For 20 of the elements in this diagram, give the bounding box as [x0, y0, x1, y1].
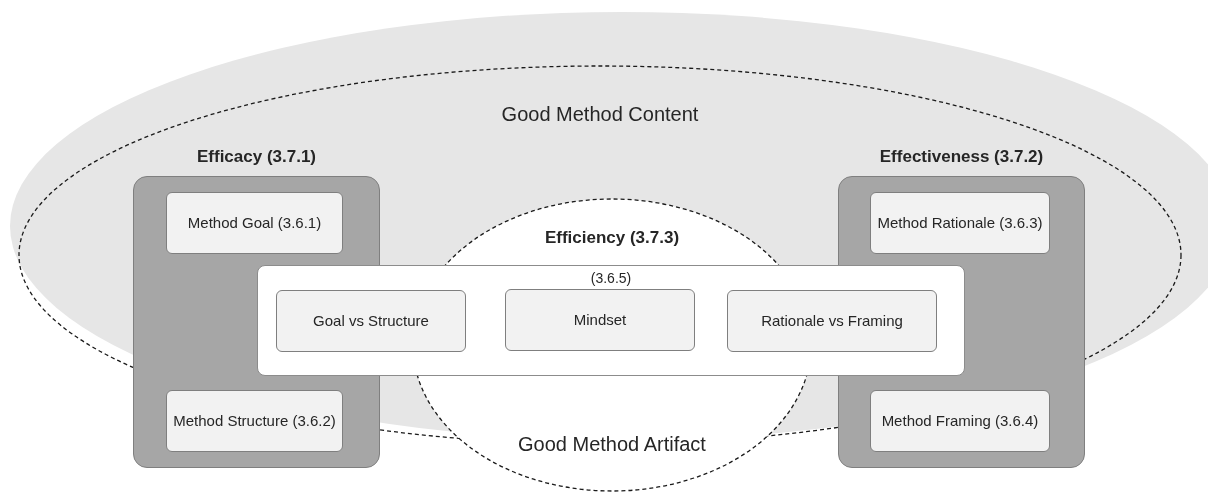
text-box: [727, 290, 937, 352]
text-box: [870, 390, 1050, 452]
text-box: [870, 192, 1050, 254]
group-heading: Efficiency (3.7.3): [543, 228, 681, 248]
box-label: Method Framing (3.6.4): [880, 410, 1040, 431]
group-heading: Effectiveness (3.7.2): [878, 147, 1045, 167]
box-label: Mindset: [572, 309, 628, 330]
group-heading: Efficacy (3.7.1): [195, 147, 318, 167]
box-label: Method Goal (3.6.1): [186, 212, 323, 233]
text-box: [505, 289, 695, 351]
box-label: Goal vs Structure: [312, 310, 430, 331]
group-label: Good Method Artifact: [517, 433, 707, 456]
text-box: [166, 192, 343, 254]
group-label: Good Method Content: [500, 103, 700, 126]
box-label: Rationale vs Framing: [760, 310, 904, 331]
text-box: [166, 390, 343, 452]
text-box: [276, 290, 466, 352]
group-label: (3.6.5): [589, 270, 633, 286]
box-label: Method Structure (3.6.2): [172, 410, 337, 431]
box-label: Method Rationale (3.6.3): [876, 212, 1044, 233]
